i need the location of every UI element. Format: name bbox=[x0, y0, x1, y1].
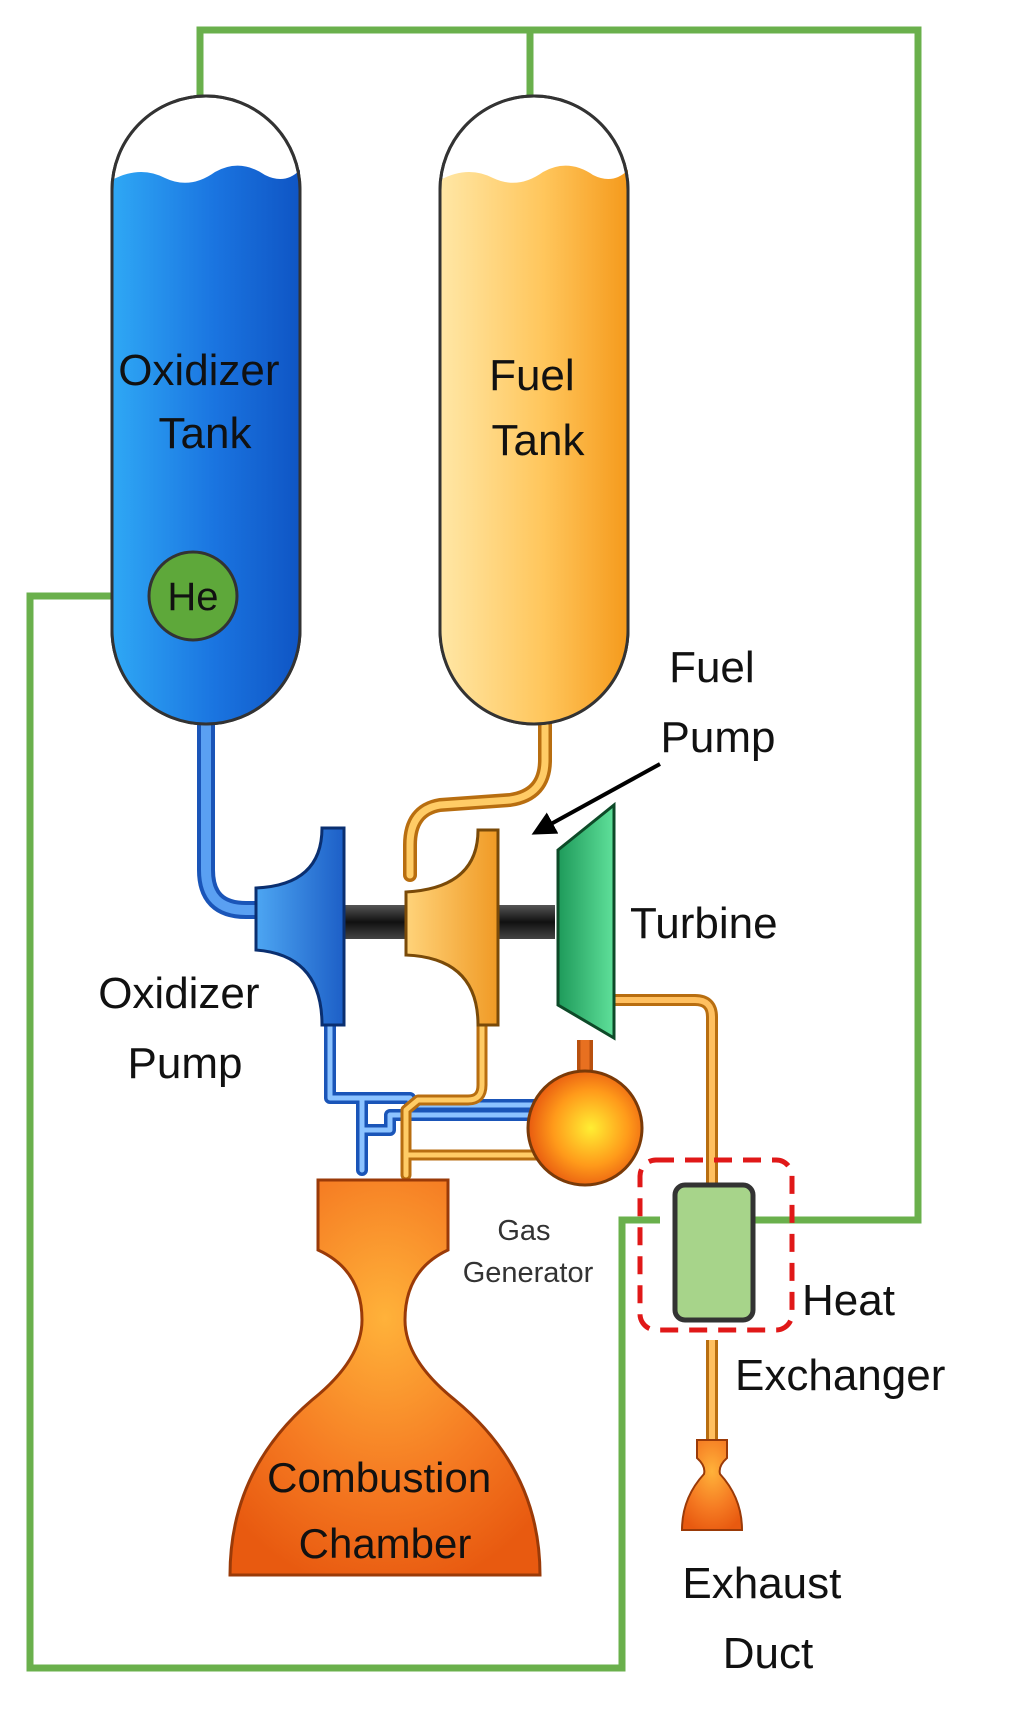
exhaust-duct bbox=[680, 1439, 744, 1531]
fuel-pump-label-line2: Pump bbox=[661, 713, 776, 762]
heat-exchanger-highlight-box bbox=[637, 1157, 795, 1333]
oxidizer-pump bbox=[254, 826, 346, 1027]
fuel-feed-lines bbox=[400, 718, 552, 1181]
fuel-tank-label: Fuel Tank bbox=[489, 351, 587, 465]
gas-generator-label: Gas Generator bbox=[463, 1215, 594, 1289]
exhaust-duct-label-line2: Duct bbox=[723, 1629, 813, 1678]
fuel-tank bbox=[438, 94, 630, 726]
combustion-chamber-label-line2: Chamber bbox=[299, 1520, 472, 1567]
combustion-chamber-label-line1: Combustion bbox=[267, 1454, 491, 1501]
fuel-pump-label-line1: Fuel bbox=[669, 643, 755, 692]
heat-exchanger bbox=[637, 1157, 795, 1333]
combustion-chamber-label: Combustion Chamber bbox=[267, 1454, 503, 1567]
exhaust-duct-label-line1: Exhaust bbox=[682, 1559, 841, 1608]
oxidizer-tank-label-line2: Tank bbox=[159, 409, 253, 458]
oxidizer-pump-label-line2: Pump bbox=[128, 1039, 243, 1088]
fuel-tank-label-line1: Fuel bbox=[489, 351, 575, 400]
pressurant-loop-bottom bbox=[26, 592, 660, 1672]
gas-generator-label-line1: Gas bbox=[497, 1215, 550, 1247]
combustion-chamber bbox=[228, 1178, 542, 1577]
gas-generator bbox=[526, 1069, 644, 1187]
turbine-exhaust-lines bbox=[577, 994, 718, 1440]
heat-exchanger-label: Heat Exchanger bbox=[735, 1276, 945, 1400]
oxidizer-tank-label: Oxidizer Tank bbox=[118, 346, 292, 458]
pressurant-loop-top bbox=[196, 26, 922, 1224]
oxidizer-pump-label-line1: Oxidizer bbox=[98, 969, 259, 1018]
fuel-pump-pointer-arrow-icon bbox=[531, 762, 661, 835]
oxidizer-pump-label: Oxidizer Pump bbox=[98, 969, 272, 1088]
fuel-tank-label-line2: Tank bbox=[492, 416, 586, 465]
exhaust-duct-label: Exhaust Duct bbox=[682, 1559, 853, 1678]
gas-generator-label-line2: Generator bbox=[463, 1257, 594, 1289]
helium-label: He bbox=[167, 575, 218, 619]
fuel-pump bbox=[404, 828, 500, 1027]
helium-bottle bbox=[147, 550, 239, 642]
heat-exchanger-label-line1: Heat bbox=[802, 1276, 895, 1325]
turbine bbox=[556, 801, 616, 1041]
turbine-label: Turbine bbox=[630, 899, 778, 948]
fuel-pump-label: Fuel Pump bbox=[661, 643, 776, 762]
heat-exchanger-label-line2: Exchanger bbox=[735, 1351, 945, 1400]
oxidizer-tank-label-line1: Oxidizer bbox=[118, 346, 279, 395]
